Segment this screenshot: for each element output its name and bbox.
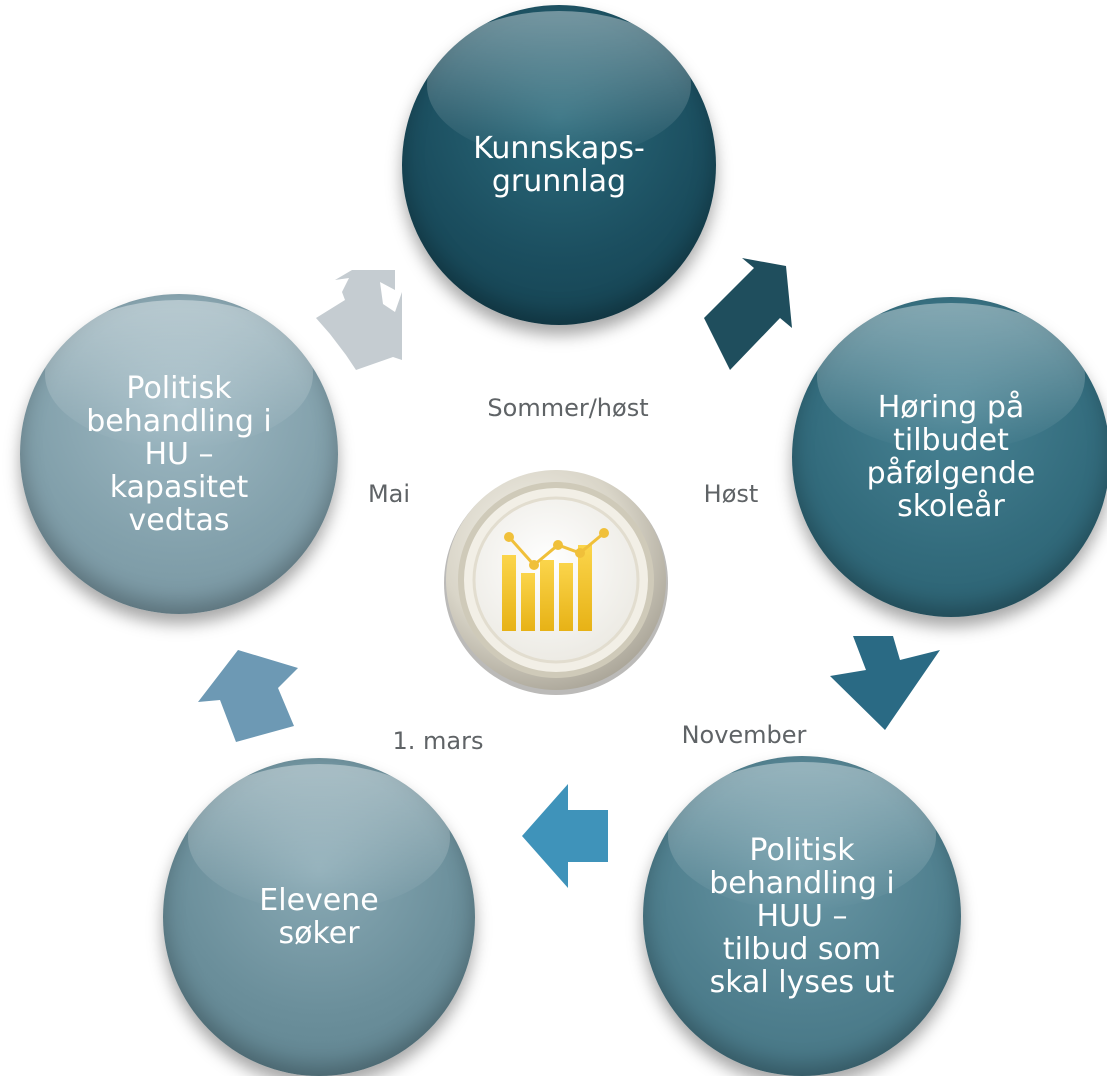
chart-trend-points (504, 528, 609, 570)
arrow-to-kunnskap (316, 270, 402, 370)
period-label-sommer-hoest: Sommer/høst (487, 394, 649, 422)
node-label: Kunnskaps- grunnlag (473, 131, 645, 199)
node-politisk-hu: Politisk behandling i HU – kapasitet ved… (20, 294, 338, 614)
period-label-november: November (681, 721, 807, 749)
arrow-to-huu (830, 636, 940, 730)
period-label-mai: Mai (367, 480, 411, 508)
node-label: Politisk behandling i HU – kapasitet ved… (86, 370, 272, 538)
node-elevene-soeker: Elevene søker (163, 758, 475, 1076)
node-label: Elevene søker (259, 883, 379, 951)
node-label: Politisk behandling i HUU – tilbud som s… (709, 832, 895, 1000)
period-label-1-mars: 1. mars (392, 727, 484, 755)
arrow-to-hu (198, 650, 298, 742)
node-kunnskapsgrunnlag: Kunnskaps- grunnlag (402, 5, 716, 325)
node-politisk-huu: Politisk behandling i HUU – tilbud som s… (643, 756, 961, 1076)
node-hoering: Høring på tilbudet påfølgende skoleår (792, 297, 1107, 617)
arrow-to-elevene (522, 784, 608, 888)
arrow-to-hoering (704, 258, 792, 370)
node-label: Høring på tilbudet påfølgende skoleår (866, 390, 1036, 524)
period-label-hoest: Høst (703, 480, 759, 508)
bar-line-chart-icon (444, 470, 668, 695)
chart-bars (502, 545, 592, 631)
